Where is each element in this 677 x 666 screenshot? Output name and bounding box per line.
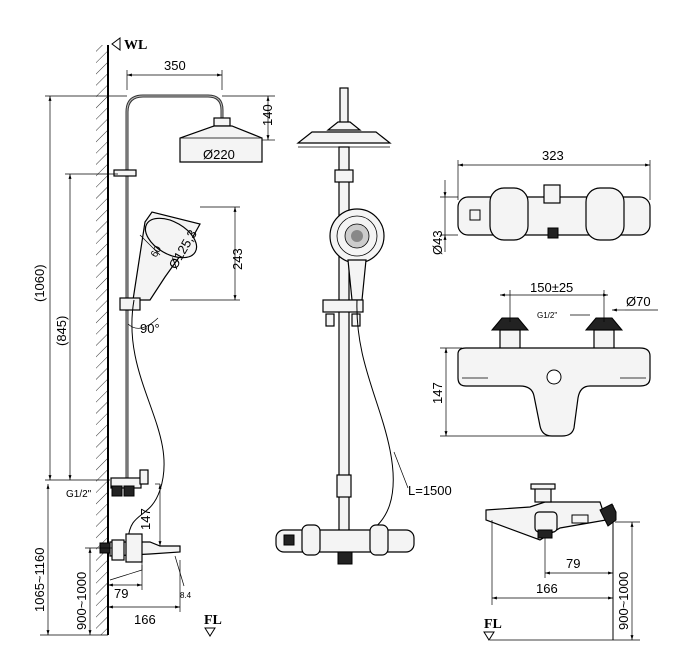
dim-total-height: (1060) [32,264,47,302]
dim-mount-range: 1065~1160 [32,548,47,612]
fl-label-right: FL [484,617,502,632]
front-arm [339,87,349,125]
dim-mixer-body-height: 147 [430,382,445,404]
fl-marker-right-icon [483,631,495,641]
dim-handshower-height: 243 [230,248,245,270]
wl-marker-icon [111,37,121,51]
top-view: 323 Ø43 [430,148,651,255]
fl-marker-left-icon [204,627,216,637]
side-view: WL 90° 60 Ø125,3 [32,37,275,637]
front-slider [322,299,364,313]
dim-mixer-height-left: 900~1000 [74,572,89,630]
angle-label: 90° [140,321,160,336]
hose-length-label: L=1500 [408,483,452,498]
slider-holder [119,297,141,311]
dim-rail-height: (845) [54,316,69,346]
dim-mixer-depth-left: 79 [114,586,128,601]
dim-head-drop: 140 [260,104,275,126]
front-view: L=1500 [275,87,452,565]
handshower-angle-label: 60 [149,244,164,260]
mixer-side-view: 79 166 900~1000 FL [483,483,640,641]
thread-label-mixer: G1/2" [537,311,557,320]
dim-body-diameter: Ø43 [430,230,445,255]
front-handshower [329,208,385,301]
front-shower-head [296,131,392,144]
dim-arm-length: 350 [164,58,186,73]
hose-side [127,299,165,541]
thread-label-left: G1/2" [66,489,92,500]
dim-outlet-height: 147 [138,508,153,530]
spout-small-label: 8.4 [180,591,192,600]
front-hose [356,299,394,531]
dim-mixer-width: 323 [542,148,564,163]
front-rail [338,146,350,532]
upper-bracket [113,169,137,177]
fl-label-left: FL [204,613,222,628]
escutcheon-diameter: Ø70 [626,294,651,309]
mixer-side [99,469,181,581]
mixer-front-view: 150±25 G1/2" Ø70 147 [430,280,658,437]
front-mixer [275,524,415,565]
handshower-side [132,211,201,301]
dim-mixer-projection-right: 166 [536,581,558,596]
angle-arc [127,317,159,329]
dim-inlet-centers: 150±25 [530,280,573,295]
wl-label: WL [124,38,147,53]
shower-head-connector [213,117,231,127]
head-diameter-label: Ø220 [203,147,235,162]
mixer-front-body [457,347,651,437]
dim-mixer-depth-right: 79 [566,556,580,571]
wall-hatch [96,45,108,635]
dim-mixer-height-right: 900~1000 [616,572,631,630]
dim-mixer-projection-left: 166 [134,612,156,627]
